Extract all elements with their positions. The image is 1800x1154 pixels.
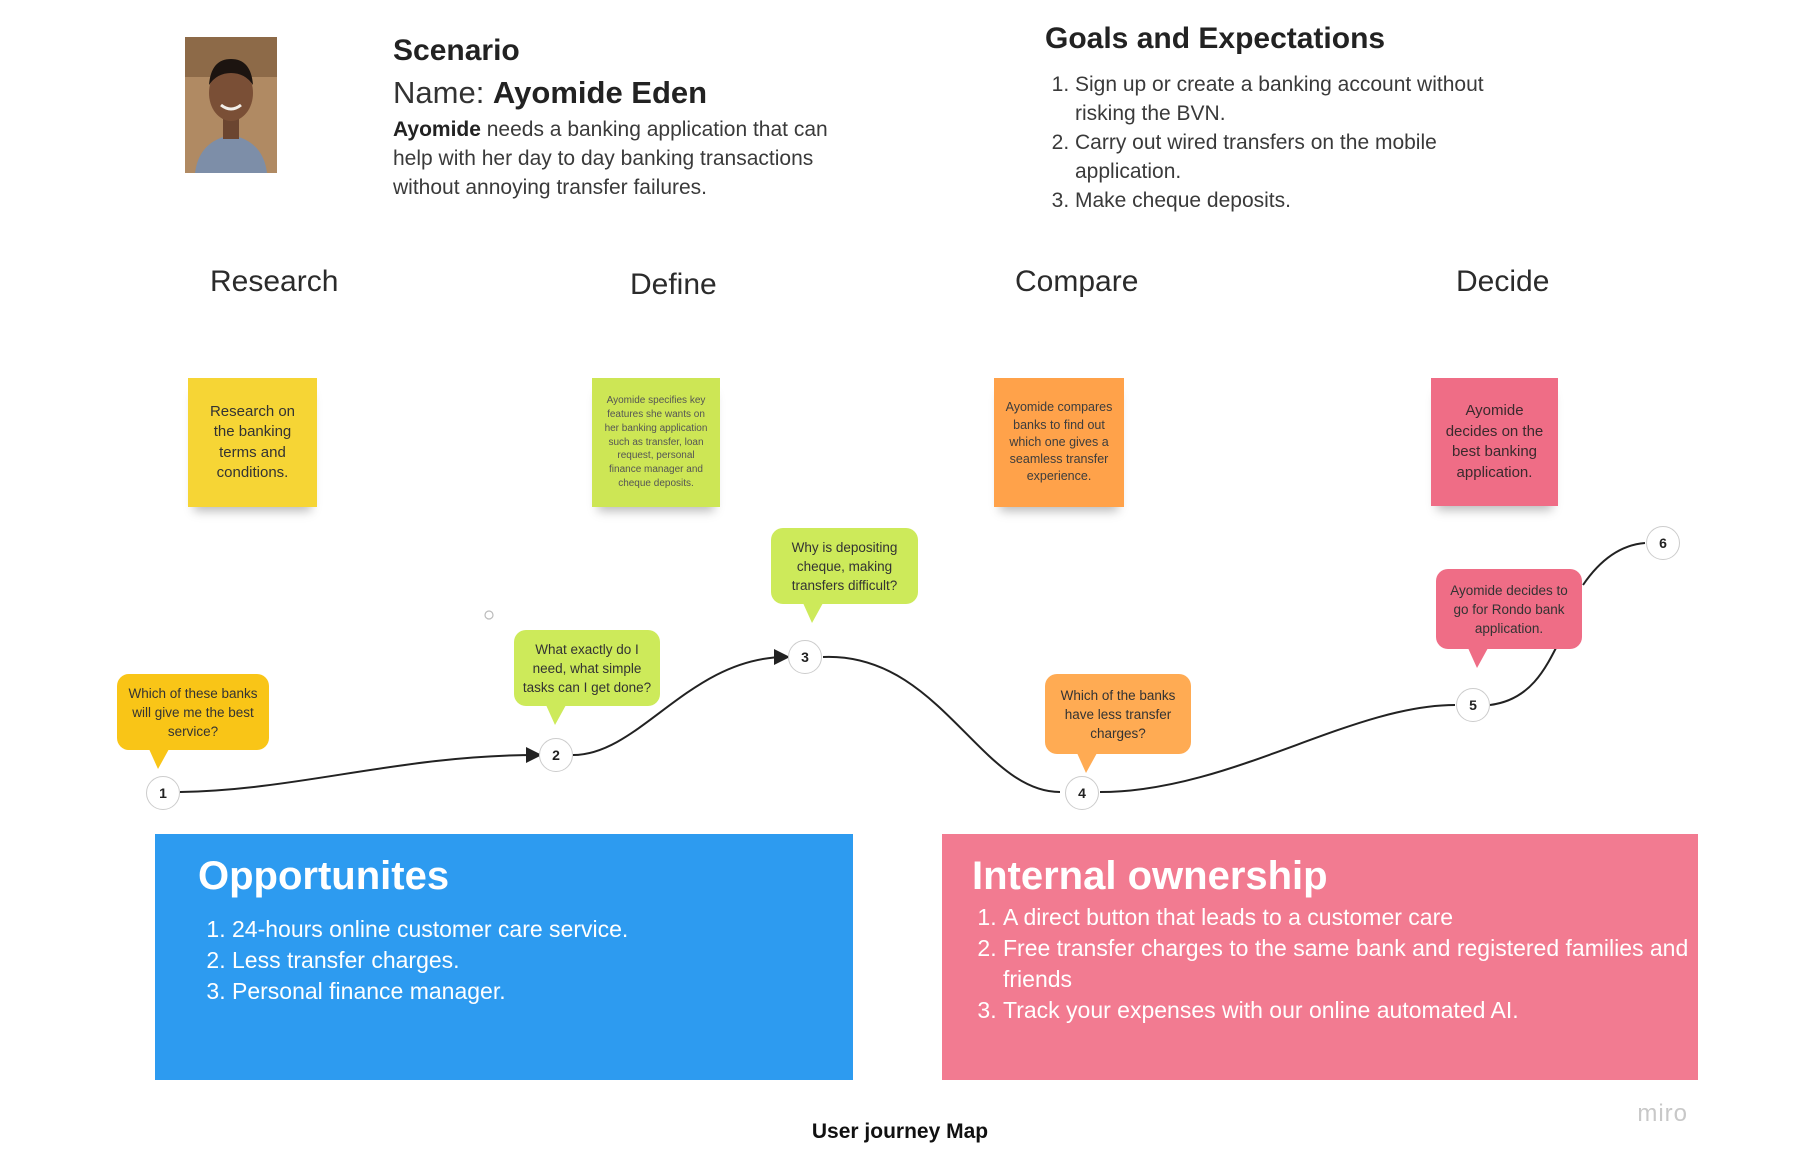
persona-avatar	[185, 37, 277, 173]
miro-logo: miro	[1637, 1100, 1688, 1127]
goals-title: Goals and Expectations	[1045, 22, 1386, 55]
ownership-item: Free transfer charges to the same bank a…	[1003, 933, 1693, 995]
sticky-define[interactable]: Ayomide specifies key features she wants…	[592, 378, 720, 507]
sticky-compare-text: Ayomide compares banks to find out which…	[1005, 400, 1113, 484]
opportunities-panel: Opportunites 24-hours online customer ca…	[155, 834, 853, 1080]
goal-item: Carry out wired transfers on the mobile …	[1075, 128, 1495, 186]
journey-step-4[interactable]: 4	[1065, 776, 1099, 810]
sticky-research-text: Research on the banking terms and condit…	[209, 402, 296, 482]
sticky-decide-text: Ayomide decides on the best banking appl…	[1445, 402, 1544, 481]
bubble-step-3[interactable]: Why is depositing cheque, making transfe…	[771, 528, 918, 623]
opportunities-title: Opportunites	[198, 854, 450, 898]
persona-name-line: Name: Ayomide Eden	[393, 75, 707, 111]
journey-step-2[interactable]: 2	[539, 738, 573, 772]
opportunity-item: 24-hours online customer care service.	[232, 914, 628, 945]
ownership-item: A direct button that leads to a customer…	[1003, 902, 1693, 933]
journey-step-3[interactable]: 3	[788, 640, 822, 674]
scenario-description: Ayomide needs a banking application that…	[393, 115, 853, 202]
stage-decide: Decide	[1456, 265, 1550, 298]
sticky-define-text: Ayomide specifies key features she wants…	[604, 395, 708, 489]
goal-item: Make cheque deposits.	[1075, 186, 1495, 215]
sticky-research[interactable]: Research on the banking terms and condit…	[188, 378, 317, 507]
opportunity-item: Less transfer charges.	[232, 945, 628, 976]
scenario-title: Scenario	[393, 34, 520, 67]
bubble-step-5[interactable]: Ayomide decides to go for Rondo bank app…	[1436, 569, 1582, 668]
journey-step-6[interactable]: 6	[1646, 526, 1680, 560]
bubble-step-1[interactable]: Which of these banks will give me the be…	[117, 674, 269, 769]
ownership-item: Track your expenses with our online auto…	[1003, 995, 1693, 1026]
journey-step-5[interactable]: 5	[1456, 688, 1490, 722]
ownership-panel: Internal ownership A direct button that …	[942, 834, 1698, 1080]
journey-step-1[interactable]: 1	[146, 776, 180, 810]
sticky-compare[interactable]: Ayomide compares banks to find out which…	[994, 378, 1124, 507]
bubble-step-2[interactable]: What exactly do I need, what simple task…	[514, 630, 660, 725]
ownership-list: A direct button that leads to a customer…	[976, 902, 1693, 1026]
stage-compare: Compare	[1015, 265, 1139, 298]
persona-name: Ayomide Eden	[492, 75, 708, 110]
bubble-step-4[interactable]: Which of the banks have less transfer ch…	[1045, 674, 1191, 773]
scenario-desc-bold: Ayomide	[393, 118, 481, 141]
goals-list: Sign up or create a banking account with…	[1050, 70, 1495, 215]
opportunities-list: 24-hours online customer care service. L…	[205, 914, 628, 1007]
goal-item: Sign up or create a banking account with…	[1075, 70, 1495, 128]
ownership-title: Internal ownership	[972, 854, 1328, 898]
scenario-desc-rest: needs a banking application that can hel…	[393, 118, 828, 199]
sticky-decide[interactable]: Ayomide decides on the best banking appl…	[1431, 378, 1558, 506]
diagram-caption: User journey Map	[811, 1120, 989, 1143]
name-prefix: Name:	[393, 75, 493, 110]
opportunity-item: Personal finance manager.	[232, 976, 628, 1007]
stage-research: Research	[210, 265, 339, 298]
stage-define: Define	[630, 268, 717, 301]
